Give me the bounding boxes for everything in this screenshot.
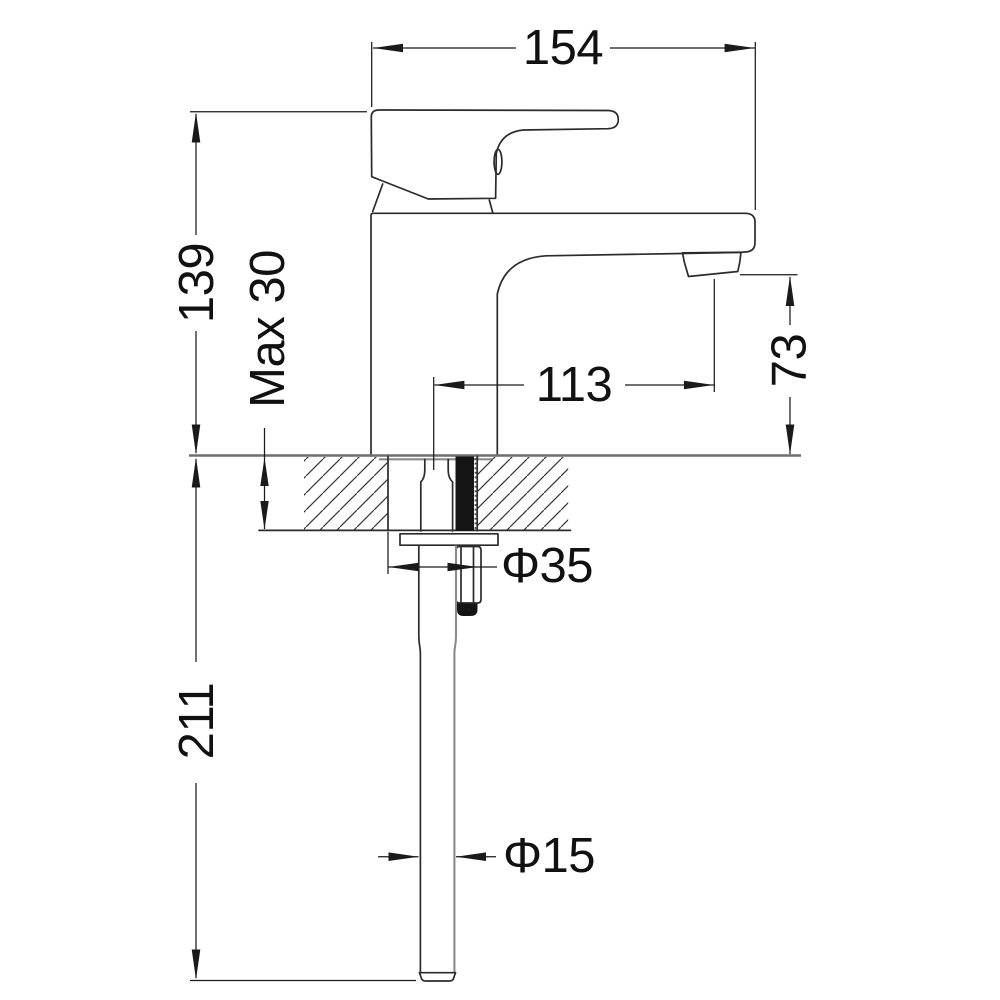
arrowhead-right	[683, 380, 714, 390]
spout-aerator	[681, 251, 742, 278]
handle-pivot-ellipse	[493, 148, 503, 176]
arrowhead-top	[785, 276, 795, 306]
pipe-end-cap	[418, 971, 457, 982]
shank-left-edge	[419, 458, 426, 532]
dim-label-overall-width: 154	[523, 21, 603, 75]
dim-label-hole-diameter: Φ35	[501, 539, 593, 593]
arrowhead-bottom	[191, 424, 201, 455]
arrowhead-left	[434, 380, 465, 390]
arrowhead-left	[373, 43, 403, 53]
arrowhead-right	[724, 43, 755, 53]
dim-label-spout-height: 73	[763, 334, 817, 388]
washer	[399, 532, 499, 547]
dim-deck-thickness: Max 30	[241, 250, 295, 530]
arrowhead-left	[388, 852, 419, 861]
arrowhead-right	[447, 562, 478, 572]
dim-label-deck-thickness: Max 30	[241, 250, 295, 408]
under-deck-hardware	[399, 456, 499, 982]
deck-hatch-left	[304, 457, 388, 530]
arrowhead-top	[191, 457, 201, 488]
dim-hole-diameter: Φ35	[387, 532, 594, 593]
inlet-pipe-left-edge	[417, 544, 422, 974]
dim-label-pipe-diameter: Φ15	[503, 829, 595, 883]
arrowhead-top	[260, 457, 269, 486]
dim-label-pipe-length: 211	[170, 683, 224, 760]
handle-base-right-edge	[488, 199, 494, 214]
dim-label-spout-reach: 113	[536, 358, 613, 412]
handle-base-left-edge	[371, 183, 384, 213]
deck-hatch-right	[477, 457, 569, 530]
faucet-body-outline	[370, 212, 756, 457]
arrowhead-top	[191, 112, 201, 143]
dim-body-height: 139	[170, 111, 367, 455]
dim-pipe-length: 211	[170, 457, 416, 982]
threaded-stud	[455, 456, 474, 531]
arrowhead-bottom	[785, 424, 795, 455]
mounting-nut	[455, 545, 482, 604]
deck-section	[189, 454, 801, 532]
arrowhead-bottom	[260, 501, 269, 530]
inlet-pipe-right-edge	[453, 545, 458, 973]
arrowhead-right	[456, 852, 486, 861]
dim-pipe-diameter: Φ15	[378, 829, 596, 883]
arrowhead-left	[388, 562, 419, 572]
dim-spout-height: 73	[740, 274, 817, 455]
faucet-outline	[370, 109, 756, 461]
dim-spout-reach: 113	[433, 279, 715, 470]
dim-label-body-height: 139	[170, 243, 224, 323]
arrowhead-bottom	[191, 949, 201, 980]
stud-end-below-nut	[457, 603, 478, 616]
dim-overall-width: 154	[371, 21, 756, 210]
faucet-handle-outline	[370, 109, 620, 200]
shank-right-edge	[447, 458, 454, 532]
